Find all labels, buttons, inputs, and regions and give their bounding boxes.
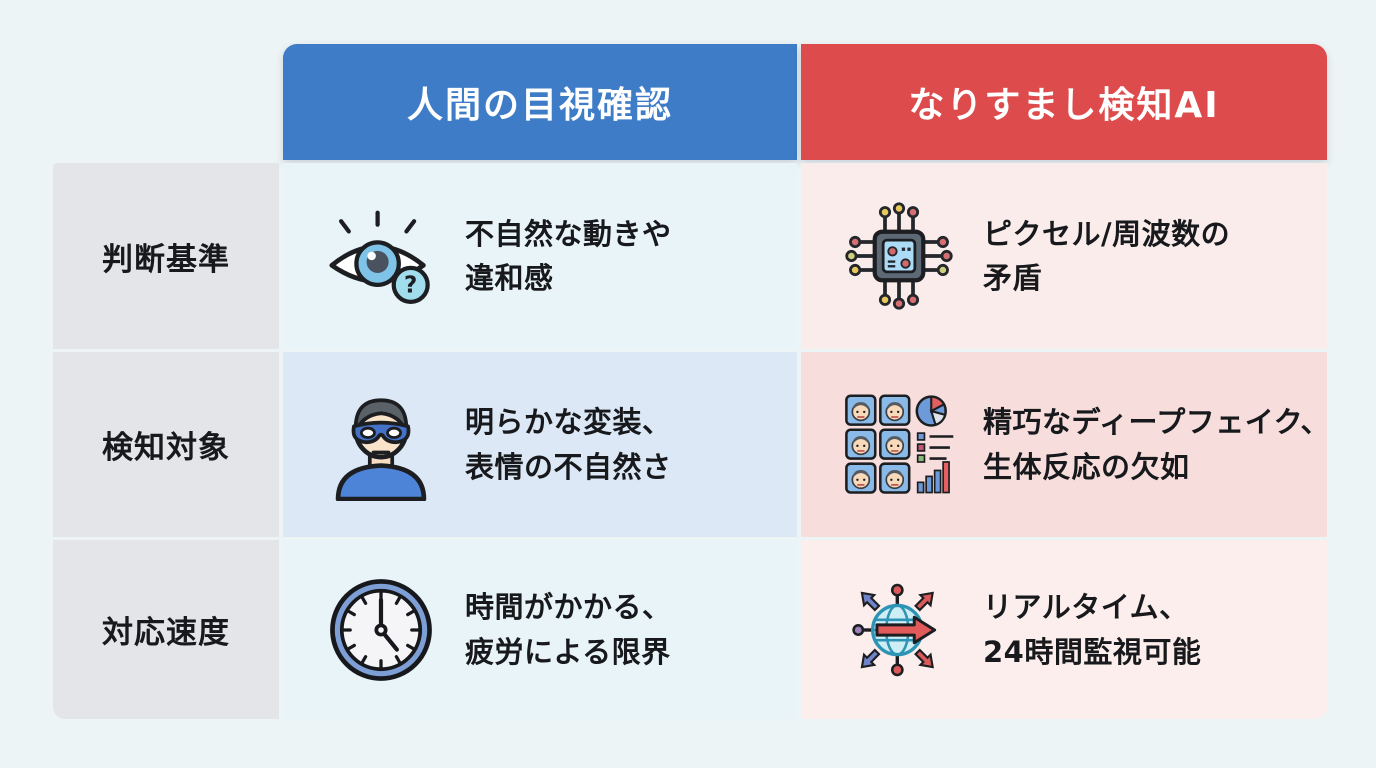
row-label-response-speed: 対応速度 — [53, 540, 279, 719]
cell-text: 精巧なディープフェイク、 生体反応の欠如 — [983, 400, 1330, 488]
globe-network-icon — [843, 574, 955, 686]
cell-ai-speed: リアルタイム、 24時間監視可能 — [801, 540, 1327, 719]
cell-text-line: 矛盾 — [983, 261, 1043, 295]
cell-text-line: 違和感 — [465, 261, 554, 295]
column-header-ai-label: なりすまし検知AI — [908, 85, 1220, 126]
cell-text-line: 時間がかかる、 — [465, 590, 672, 625]
column-header-human-label: 人間の目視確認 — [406, 85, 673, 126]
cell-text: ピクセル/周波数の 矛盾 — [983, 212, 1230, 300]
cell-human-detection: 明らかな変装、 表情の不自然さ — [283, 352, 797, 537]
cell-human-judgment: ? 不自然な動きや 違和感 — [283, 163, 797, 349]
cell-text-line: 疲労による限界 — [465, 634, 671, 669]
cell-human-speed: 時間がかかる、 疲労による限界 — [283, 540, 797, 719]
column-header-human: 人間の目視確認 — [283, 44, 797, 160]
cell-text-line: 不自然な動きや — [465, 216, 672, 251]
corner-spacer — [53, 44, 279, 160]
circuit-chip-icon — [843, 200, 955, 312]
cell-text-line: 24時間監視可能 — [983, 634, 1202, 669]
row-label-detection-target: 検知対象 — [53, 352, 279, 537]
comparison-table: 人間の目視確認 なりすまし検知AI 判断基準 — [53, 44, 1330, 719]
svg-text:?: ? — [404, 272, 417, 298]
cell-text: 時間がかかる、 疲労による限界 — [465, 585, 672, 673]
row-label-judgment-criteria: 判断基準 — [53, 163, 279, 349]
cell-text-line: 表情の不自然さ — [465, 449, 672, 484]
cell-text-line: ピクセル/周波数の — [983, 216, 1231, 251]
cell-text: リアルタイム、 24時間監視可能 — [983, 585, 1201, 673]
cell-text-line: 明らかな変装、 — [465, 405, 672, 440]
cell-text-line: 精巧なディープフェイク、 — [983, 405, 1331, 440]
cell-ai-judgment: ピクセル/周波数の 矛盾 — [801, 163, 1327, 349]
face-grid-analytics-icon — [843, 389, 955, 501]
masked-person-icon — [325, 389, 437, 501]
cell-text-line: 生体反応の欠如 — [983, 449, 1190, 484]
clock-icon — [325, 574, 437, 686]
cell-text-line: リアルタイム、 — [983, 590, 1189, 625]
cell-ai-detection: 精巧なディープフェイク、 生体反応の欠如 — [801, 352, 1330, 537]
column-header-ai: なりすまし検知AI — [801, 44, 1327, 160]
eye-question-icon: ? — [325, 200, 437, 312]
cell-text: 明らかな変装、 表情の不自然さ — [465, 400, 672, 488]
cell-text: 不自然な動きや 違和感 — [465, 212, 672, 300]
